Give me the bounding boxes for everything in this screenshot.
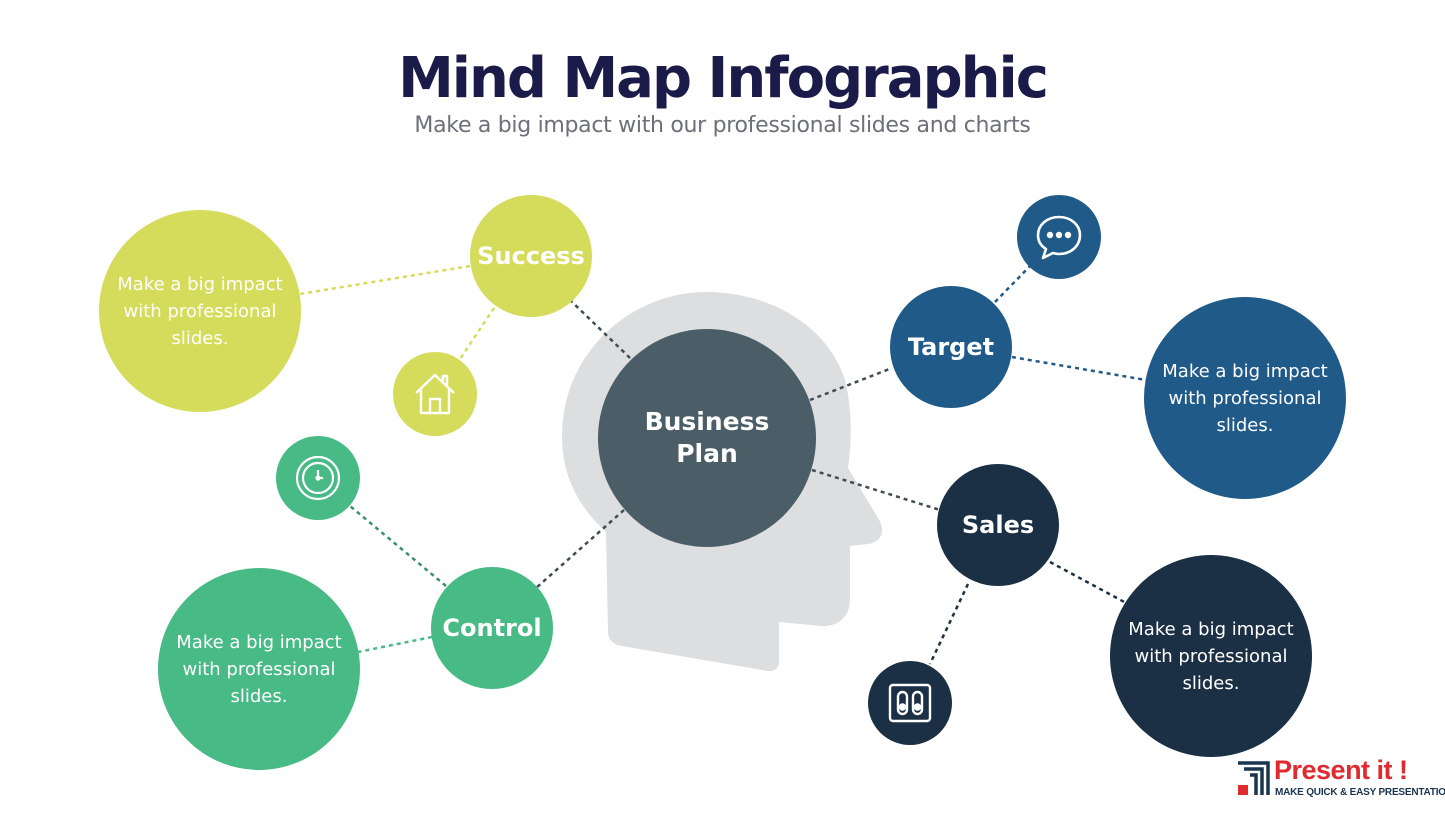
node-control-label: Control (442, 614, 542, 642)
house-icon (393, 352, 477, 436)
connector-success-desc (299, 264, 471, 296)
connector-control-clock (349, 505, 447, 587)
connector-center-sales (811, 468, 941, 512)
connector-success-house (456, 307, 496, 363)
center-label-line2: Plan (676, 439, 738, 468)
node-target: Target (890, 286, 1012, 408)
desc-sales-text: Make a big impact with professional slid… (1128, 618, 1294, 694)
desc-sales: Make a big impact with professional slid… (1110, 555, 1312, 757)
toggle-switch-icon (868, 661, 952, 745)
node-target-label: Target (907, 333, 995, 361)
desc-success: Make a big impact with professional slid… (99, 210, 301, 412)
node-sales-label: Sales (961, 511, 1035, 539)
center-label-line1: Business (644, 407, 770, 436)
page-subtitle: Make a big impact with our professional … (414, 113, 1031, 138)
desc-target-text: Make a big impact with professional slid… (1162, 360, 1328, 436)
brand-tagline: MAKE QUICK & EASY PRESENTATIONS (1275, 787, 1445, 798)
node-success-label: Success (477, 242, 585, 270)
connector-center-target (809, 366, 893, 402)
center-node-business-plan: Business Plan (598, 329, 816, 547)
clock-icon (276, 436, 360, 520)
connector-control-desc (357, 635, 433, 654)
brand-name: Present it ! (1274, 755, 1408, 785)
node-control: Control (431, 567, 553, 689)
connector-sales-switch (928, 583, 970, 665)
connector-target-desc (1011, 355, 1147, 382)
desc-control-text: Make a big impact with professional slid… (176, 631, 342, 707)
node-sales: Sales (937, 464, 1059, 586)
connector-sales-desc (1049, 560, 1129, 606)
node-success: Success (470, 195, 592, 317)
connector-center-success (569, 299, 631, 359)
connector-center-control (535, 509, 625, 589)
brand-logo: Present it ! MAKE QUICK & EASY PRESENTAT… (1236, 755, 1445, 803)
desc-target: Make a big impact with professional slid… (1144, 297, 1346, 499)
desc-control: Make a big impact with professional slid… (158, 568, 360, 770)
brand-mark-icon (1238, 761, 1270, 795)
connector-target-chat (994, 263, 1033, 303)
desc-success-text: Make a big impact with professional slid… (117, 273, 283, 349)
page-title: Mind Map Infographic (398, 46, 1049, 111)
chat-bubble-icon (1017, 195, 1101, 279)
